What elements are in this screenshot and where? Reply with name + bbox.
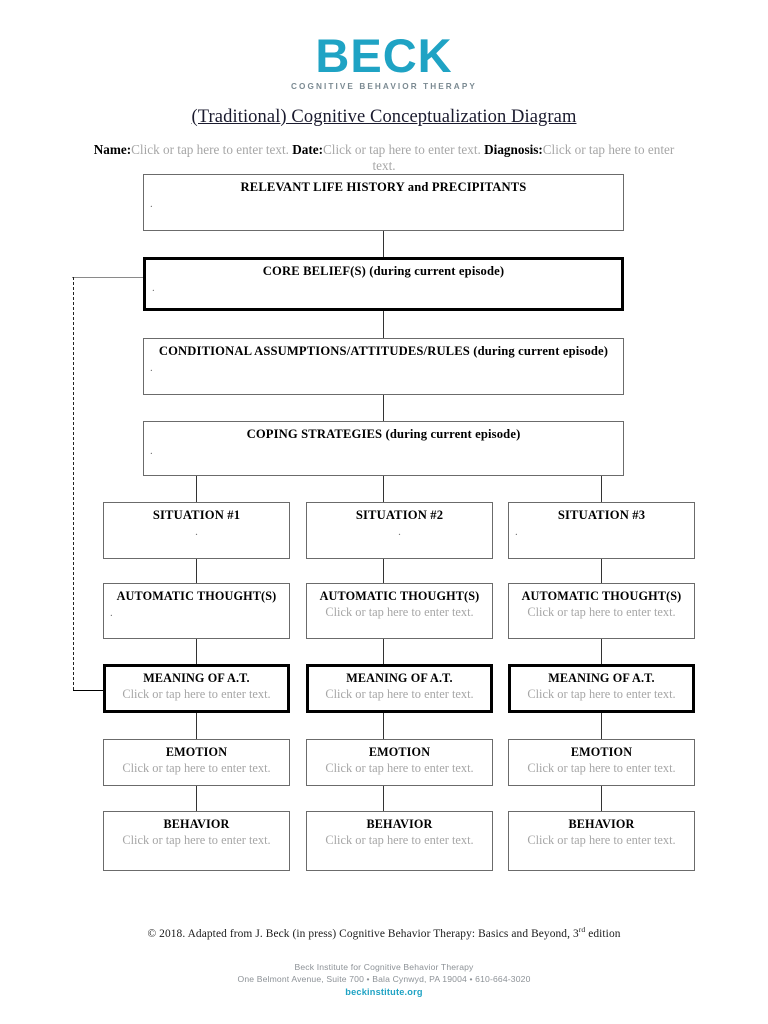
box-value[interactable]: Click or tap here to enter text. bbox=[527, 760, 676, 775]
box-title: SITUATION #3 bbox=[557, 508, 646, 522]
connector-core-to-assumptions bbox=[383, 311, 384, 338]
feedback-vertical-dashed bbox=[73, 277, 74, 690]
box-title: CONDITIONAL ASSUMPTIONS/ATTITUDES/RULES … bbox=[158, 344, 609, 358]
connector-c2-situation-to-at bbox=[383, 559, 384, 583]
date-label: Date: bbox=[292, 142, 324, 157]
logo-wordmark: BECK bbox=[315, 29, 453, 82]
box-title: AUTOMATIC THOUGHT(S) bbox=[116, 589, 277, 603]
box-value[interactable]: Click or tap here to enter text. bbox=[527, 832, 676, 847]
box-value[interactable]: Click or tap here to enter text. bbox=[527, 686, 676, 701]
box-automatic-thought-1[interactable]: AUTOMATIC THOUGHT(S) . bbox=[103, 583, 290, 639]
copyright-text-pre: © 2018. Adapted from J. Beck (in press) … bbox=[147, 927, 579, 940]
box-automatic-thought-2[interactable]: AUTOMATIC THOUGHT(S) Click or tap here t… bbox=[306, 583, 493, 639]
copyright-ordinal-suffix: rd bbox=[578, 925, 586, 934]
box-title: BEHAVIOR bbox=[163, 817, 230, 831]
box-title: SITUATION #1 bbox=[152, 508, 241, 522]
feedback-arrow-shaft bbox=[73, 690, 108, 691]
box-title: BEHAVIOR bbox=[568, 817, 635, 831]
box-value[interactable]: . bbox=[152, 281, 155, 294]
box-value[interactable]: Click or tap here to enter text. bbox=[122, 686, 271, 701]
box-title: CORE BELIEF(S) (during current episode) bbox=[262, 264, 505, 278]
connector-coping-to-situation-3 bbox=[601, 476, 602, 502]
box-meaning-of-at-3[interactable]: MEANING OF A.T. Click or tap here to ent… bbox=[508, 664, 695, 713]
patient-meta-line: Name:Click or tap here to enter text. Da… bbox=[84, 142, 684, 173]
box-value[interactable]: Click or tap here to enter text. bbox=[325, 760, 474, 775]
box-title: EMOTION bbox=[165, 745, 228, 759]
box-title: RELEVANT LIFE HISTORY and PRECIPITANTS bbox=[240, 180, 527, 194]
box-emotion-3[interactable]: EMOTION Click or tap here to enter text. bbox=[508, 739, 695, 786]
box-coping-strategies[interactable]: COPING STRATEGIES (during current episod… bbox=[143, 421, 624, 476]
connector-assumptions-to-coping bbox=[383, 395, 384, 421]
box-situation-3[interactable]: SITUATION #3 . bbox=[508, 502, 695, 559]
date-field[interactable]: Click or tap here to enter text. bbox=[323, 142, 481, 157]
box-behavior-1[interactable]: BEHAVIOR Click or tap here to enter text… bbox=[103, 811, 290, 871]
connector-c3-meaning-to-emotion bbox=[601, 713, 602, 739]
connector-c3-at-to-meaning bbox=[601, 639, 602, 664]
name-label: Name: bbox=[93, 142, 132, 157]
box-title: EMOTION bbox=[570, 745, 633, 759]
page-title: (Traditional) Cognitive Conceptualizatio… bbox=[191, 107, 577, 127]
copyright-text-post: edition bbox=[585, 927, 621, 940]
box-title: MEANING OF A.T. bbox=[143, 671, 250, 685]
box-value[interactable]: Click or tap here to enter text. bbox=[325, 604, 474, 619]
box-behavior-2[interactable]: BEHAVIOR Click or tap here to enter text… bbox=[306, 811, 493, 871]
institute-address: One Belmont Avenue, Suite 700 • Bala Cyn… bbox=[237, 974, 531, 985]
box-title: EMOTION bbox=[368, 745, 431, 759]
box-value[interactable]: . bbox=[398, 525, 401, 538]
box-value[interactable]: Click or tap here to enter text. bbox=[122, 832, 271, 847]
box-value[interactable]: Click or tap here to enter text. bbox=[325, 832, 474, 847]
connector-c1-situation-to-at bbox=[196, 559, 197, 583]
box-title: MEANING OF A.T. bbox=[346, 671, 453, 685]
box-relevant-life-history[interactable]: RELEVANT LIFE HISTORY and PRECIPITANTS . bbox=[143, 174, 624, 231]
box-value[interactable]: . bbox=[110, 606, 113, 619]
connector-c2-at-to-meaning bbox=[383, 639, 384, 664]
box-value[interactable]: Click or tap here to enter text. bbox=[325, 686, 474, 701]
box-value[interactable]: . bbox=[515, 525, 518, 538]
box-situation-1[interactable]: SITUATION #1 . bbox=[103, 502, 290, 559]
box-value[interactable]: . bbox=[150, 361, 153, 374]
box-meaning-of-at-2[interactable]: MEANING OF A.T. Click or tap here to ent… bbox=[306, 664, 493, 713]
connector-c2-emotion-to-behavior bbox=[383, 786, 384, 811]
connector-history-to-core bbox=[383, 231, 384, 257]
box-value[interactable]: . bbox=[150, 197, 153, 210]
feedback-top-segment bbox=[72, 277, 144, 278]
logo-tagline: COGNITIVE BEHAVIOR THERAPY bbox=[291, 82, 477, 91]
box-value[interactable]: . bbox=[150, 444, 153, 457]
connector-c1-meaning-to-emotion bbox=[196, 713, 197, 739]
box-title: COPING STRATEGIES (during current episod… bbox=[246, 427, 521, 441]
box-emotion-1[interactable]: EMOTION Click or tap here to enter text. bbox=[103, 739, 290, 786]
diagnosis-field[interactable]: Click or tap here to enter text. bbox=[372, 142, 675, 173]
connector-c3-emotion-to-behavior bbox=[601, 786, 602, 811]
box-situation-2[interactable]: SITUATION #2 . bbox=[306, 502, 493, 559]
connector-c1-at-to-meaning bbox=[196, 639, 197, 664]
box-conditional-assumptions[interactable]: CONDITIONAL ASSUMPTIONS/ATTITUDES/RULES … bbox=[143, 338, 624, 395]
connector-c2-meaning-to-emotion bbox=[383, 713, 384, 739]
box-behavior-3[interactable]: BEHAVIOR Click or tap here to enter text… bbox=[508, 811, 695, 871]
box-value[interactable]: Click or tap here to enter text. bbox=[527, 604, 676, 619]
box-title: BEHAVIOR bbox=[366, 817, 433, 831]
copyright-line: © 2018. Adapted from J. Beck (in press) … bbox=[0, 925, 768, 940]
box-core-beliefs[interactable]: CORE BELIEF(S) (during current episode) … bbox=[143, 257, 624, 311]
connector-coping-to-situation-2 bbox=[383, 476, 384, 502]
name-field[interactable]: Click or tap here to enter text. bbox=[131, 142, 289, 157]
box-emotion-2[interactable]: EMOTION Click or tap here to enter text. bbox=[306, 739, 493, 786]
box-title: AUTOMATIC THOUGHT(S) bbox=[521, 589, 682, 603]
box-meaning-of-at-1[interactable]: MEANING OF A.T. Click or tap here to ent… bbox=[103, 664, 290, 713]
box-value[interactable]: Click or tap here to enter text. bbox=[122, 760, 271, 775]
connector-c3-situation-to-at bbox=[601, 559, 602, 583]
connector-c1-emotion-to-behavior bbox=[196, 786, 197, 811]
institute-website-link[interactable]: beckinstitute.org bbox=[345, 986, 423, 997]
box-title: MEANING OF A.T. bbox=[548, 671, 655, 685]
institute-footer: Beck Institute for Cognitive Behavior Th… bbox=[0, 961, 768, 998]
box-value[interactable]: . bbox=[195, 525, 198, 538]
beck-logo: BECK COGNITIVE BEHAVIOR THERAPY bbox=[0, 32, 768, 93]
diagnosis-label: Diagnosis: bbox=[484, 142, 543, 157]
connector-coping-to-situation-1 bbox=[196, 476, 197, 502]
institute-name: Beck Institute for Cognitive Behavior Th… bbox=[294, 962, 474, 972]
box-title: SITUATION #2 bbox=[355, 508, 444, 522]
box-title: AUTOMATIC THOUGHT(S) bbox=[319, 589, 480, 603]
box-automatic-thought-3[interactable]: AUTOMATIC THOUGHT(S) Click or tap here t… bbox=[508, 583, 695, 639]
